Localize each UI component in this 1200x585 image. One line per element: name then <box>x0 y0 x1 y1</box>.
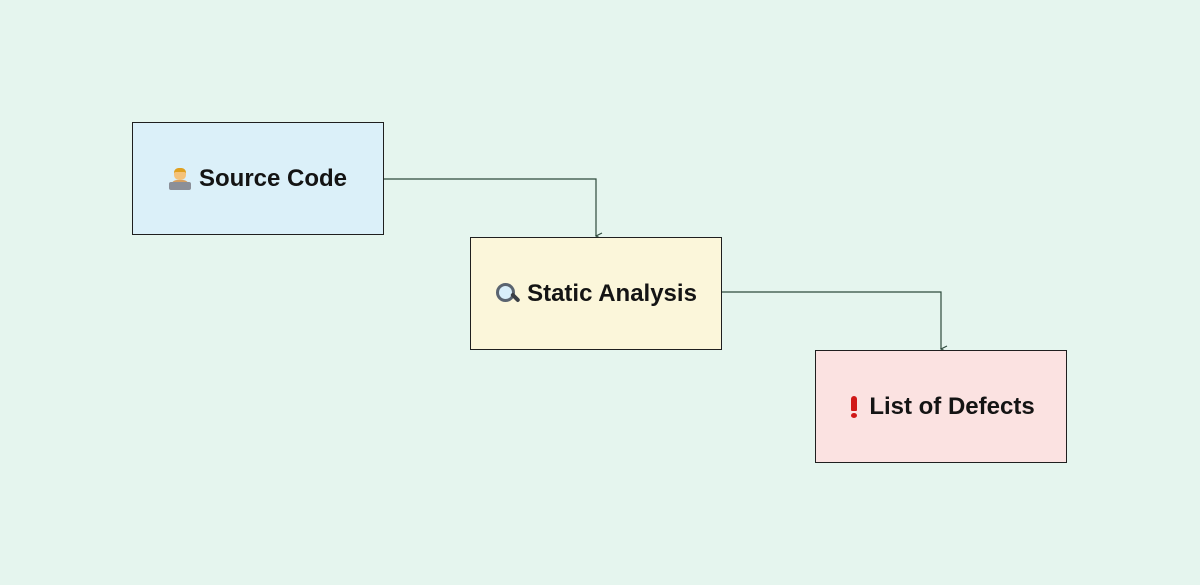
node-source-code: Source Code <box>132 122 384 235</box>
developer-icon <box>168 167 191 190</box>
exclamation-icon <box>847 395 861 419</box>
node-list-of-defects-label: List of Defects <box>869 392 1035 420</box>
edge-analysis-to-defects <box>722 291 941 349</box>
node-static-analysis: Static Analysis <box>470 237 722 350</box>
magnifying-glass-icon <box>495 282 521 306</box>
node-source-code-label: Source Code <box>198 164 348 192</box>
node-static-analysis-label: Static Analysis <box>527 279 697 307</box>
node-list-of-defects: List of Defects <box>815 350 1067 463</box>
edge-source-to-analysis <box>384 178 596 236</box>
